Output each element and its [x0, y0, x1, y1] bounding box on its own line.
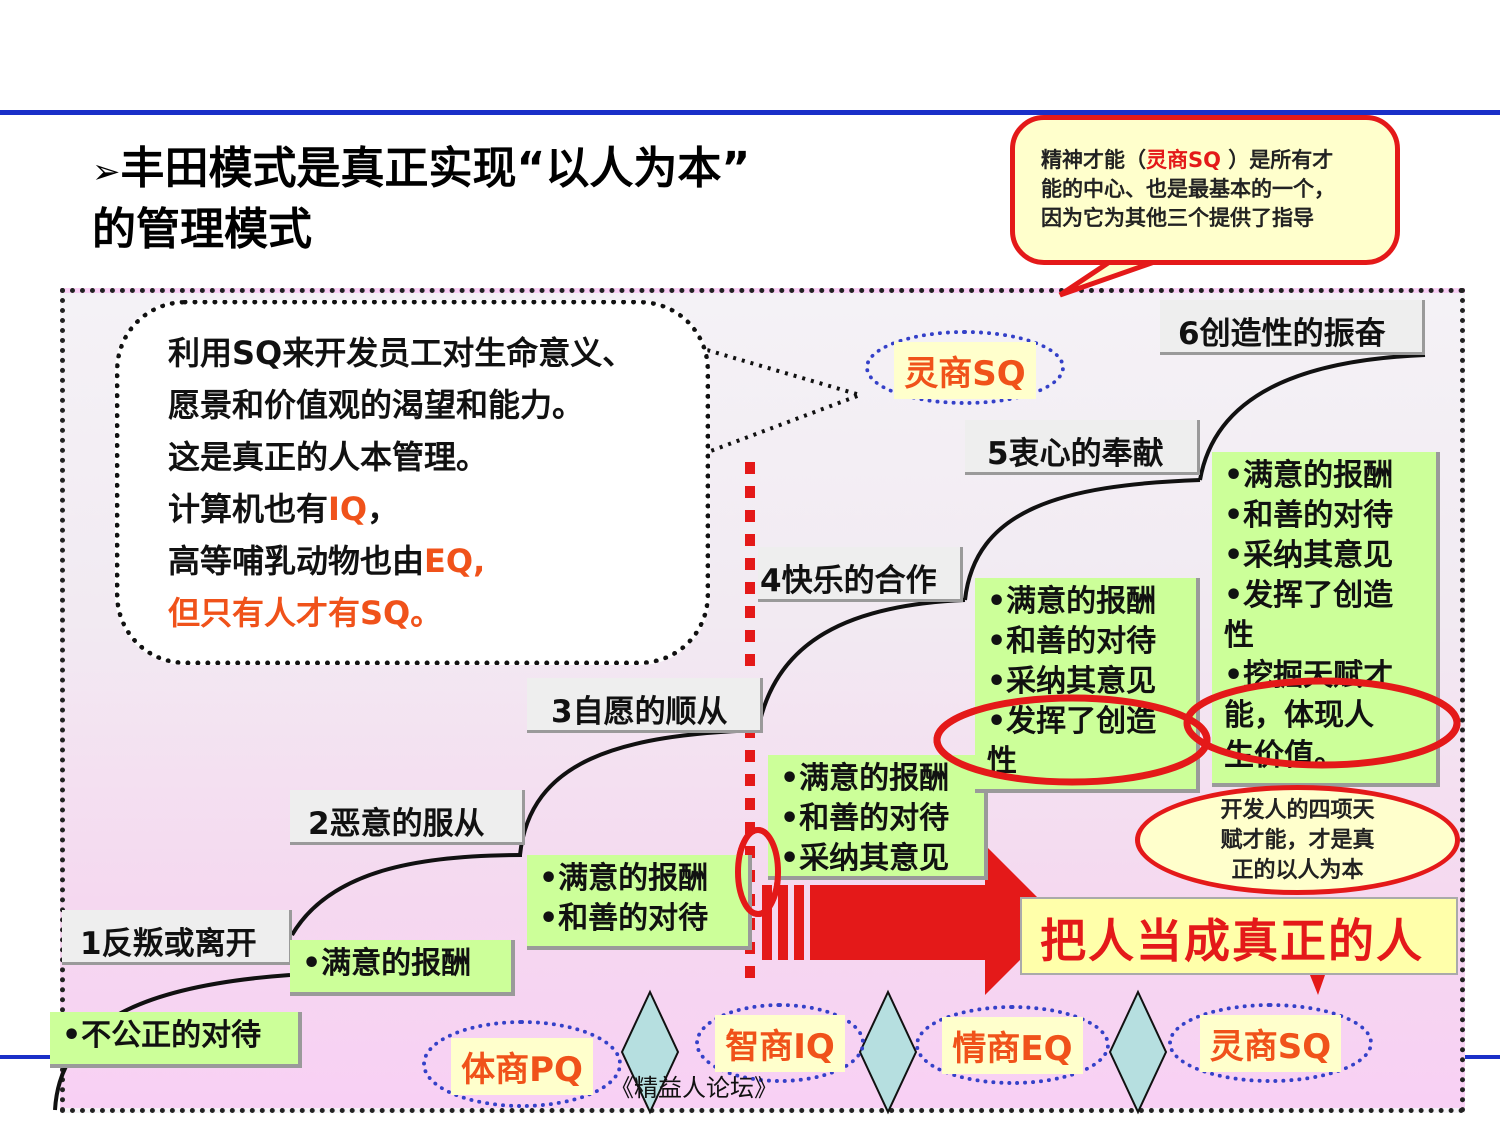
- condition-box-2: •满意的报酬: [290, 940, 515, 996]
- arrow-stripe: [794, 885, 804, 960]
- diamond-connector: [858, 989, 918, 1115]
- step-1-label: 1反叛或离开: [62, 910, 292, 965]
- step-3-label: 3自愿的顺从: [527, 678, 763, 733]
- curve-4-5: [756, 598, 966, 731]
- arrow-stripe: [778, 885, 788, 960]
- diamond-connector: [620, 989, 680, 1115]
- big-red-arrow: [810, 845, 1060, 995]
- condition-box-4: •满意的报酬 •和善的对待 •采纳其意见: [768, 755, 988, 880]
- step-5-label: 5衷心的奉献: [965, 420, 1200, 475]
- oval-sq: 灵商SQ: [1168, 1003, 1373, 1083]
- top-rule: [0, 110, 1500, 115]
- banner-pointer: [1310, 975, 1325, 995]
- arrow-bullet-icon: ➢: [92, 152, 121, 192]
- oval-iq: 智商IQ: [695, 1003, 865, 1083]
- condition-box-5: •满意的报酬 •和善的对待 •采纳其意见 •发挥了创造 性: [975, 578, 1200, 793]
- step-4-label: 4快乐的合作: [758, 547, 963, 602]
- oval-pq: 体商PQ: [422, 1020, 622, 1108]
- speech-bubble: 精神才能（灵商SQ ）是所有才 能的中心、也是最基本的一个， 因为它为其他三个提…: [1010, 115, 1400, 265]
- arrow-stripe: [762, 885, 772, 960]
- banner-box: 把人当成真正的人: [1020, 897, 1458, 975]
- diamond-connector: [1108, 989, 1168, 1115]
- step-6-label: 6创造性的振奋: [1160, 300, 1425, 355]
- curve-6-top: [1198, 353, 1426, 481]
- thought-bubble: 利用SQ来开发员工对生命意义、 愿景和价值观的渴望和能力。 这是真正的人本管理。…: [115, 300, 710, 665]
- curve-2-3: [290, 853, 523, 937]
- step-2-label: 2恶意的服从: [290, 790, 525, 845]
- slide-title: ➢丰田模式是真正实现“以人为本” 的管理模式: [92, 143, 751, 255]
- callout-oval: 开发人的四项天 赋才能，才是真 正的以人为本: [1135, 785, 1460, 895]
- sq-oval-top: 灵商SQ: [865, 330, 1065, 405]
- condition-box-3: •满意的报酬 •和善的对待: [527, 855, 752, 950]
- footer-text: 《精益人论坛》: [610, 1074, 778, 1102]
- condition-box-1: •不公正的对待: [50, 1012, 302, 1068]
- oval-eq: 情商EQ: [915, 1005, 1110, 1085]
- curve-5-6: [963, 478, 1201, 601]
- curve-3-4: [518, 728, 759, 856]
